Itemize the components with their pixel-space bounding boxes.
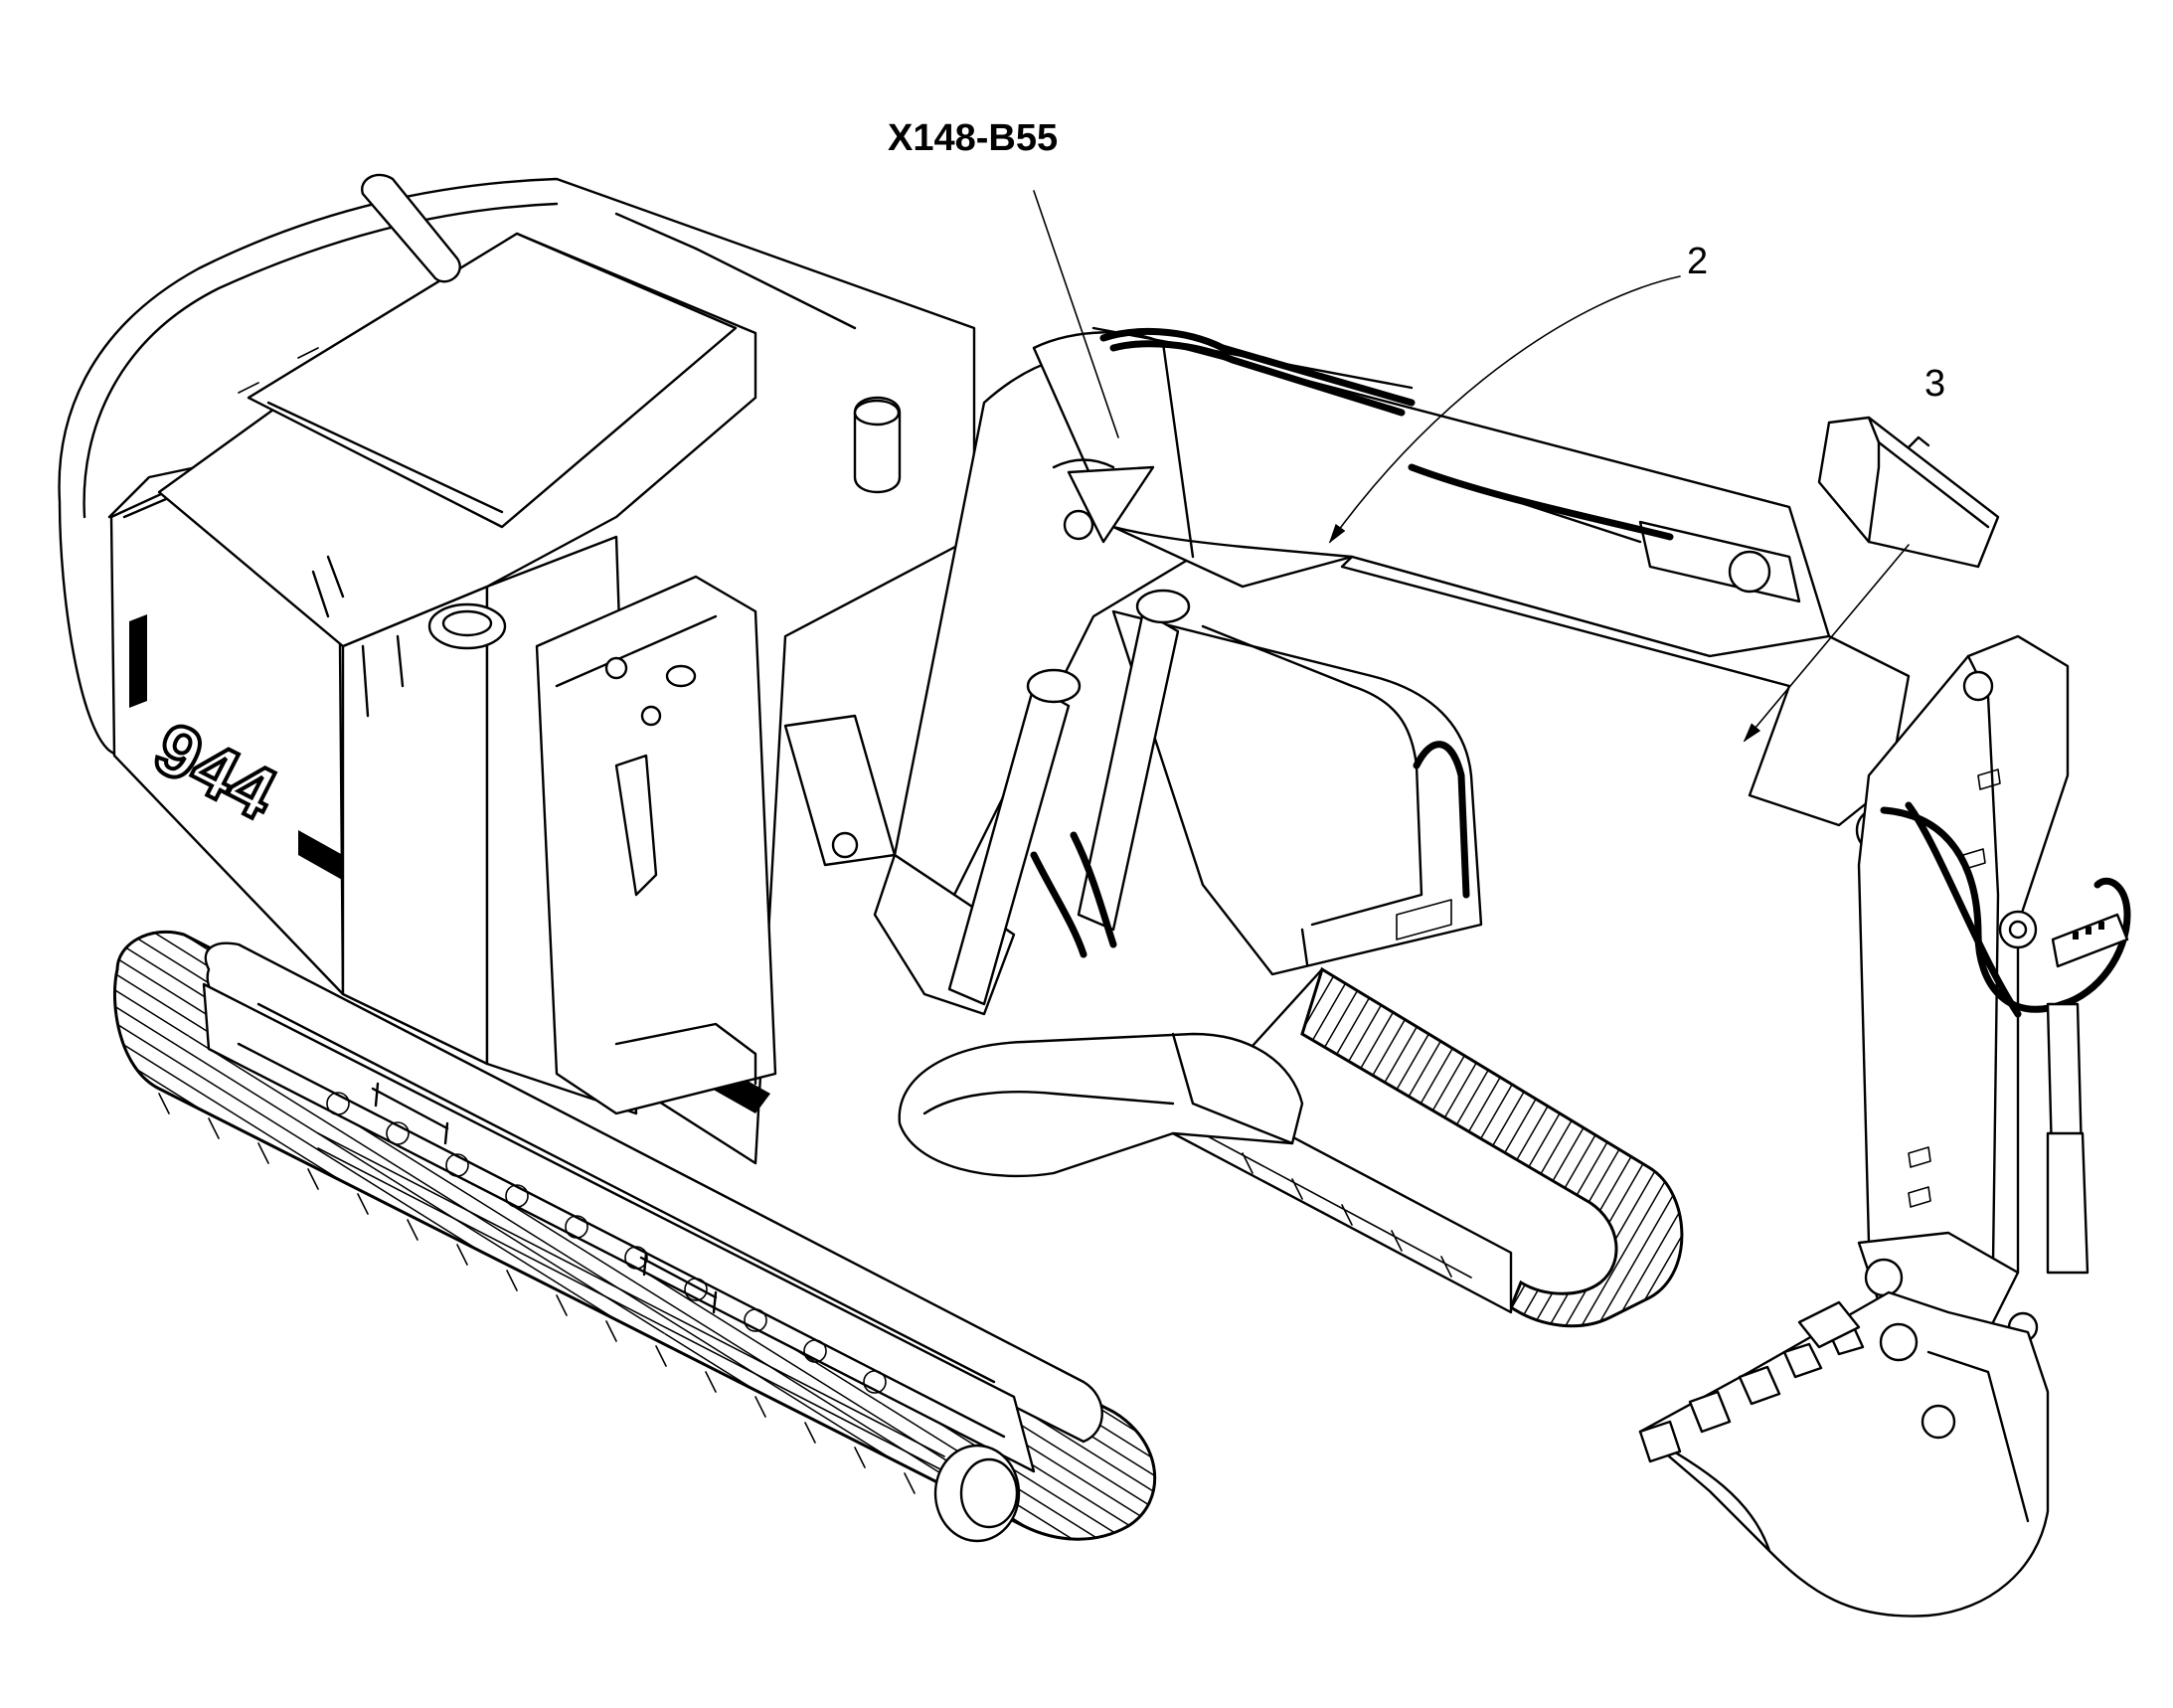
left-track [112,930,1157,1543]
upper-structure: 944 [58,173,976,1165]
item-3-callout: 3 [1924,363,1946,405]
item-2-callout: 2 [1687,241,1709,282]
boom [783,326,1911,1016]
connector-callout-label: X148-B55 [888,117,1059,159]
leader-lines [1033,190,1910,743]
undercarriage-center [898,1032,1304,1178]
leader-line-3 [1743,544,1910,743]
sensor-component [1817,416,2000,569]
operator-cab [1111,609,1483,976]
bucket [1638,1290,2050,1618]
leader-line-2 [1328,275,1681,544]
stick-arm [1857,634,2131,1354]
leader-line-x148-b55 [1033,190,1119,438]
right-track [1171,966,1684,1328]
